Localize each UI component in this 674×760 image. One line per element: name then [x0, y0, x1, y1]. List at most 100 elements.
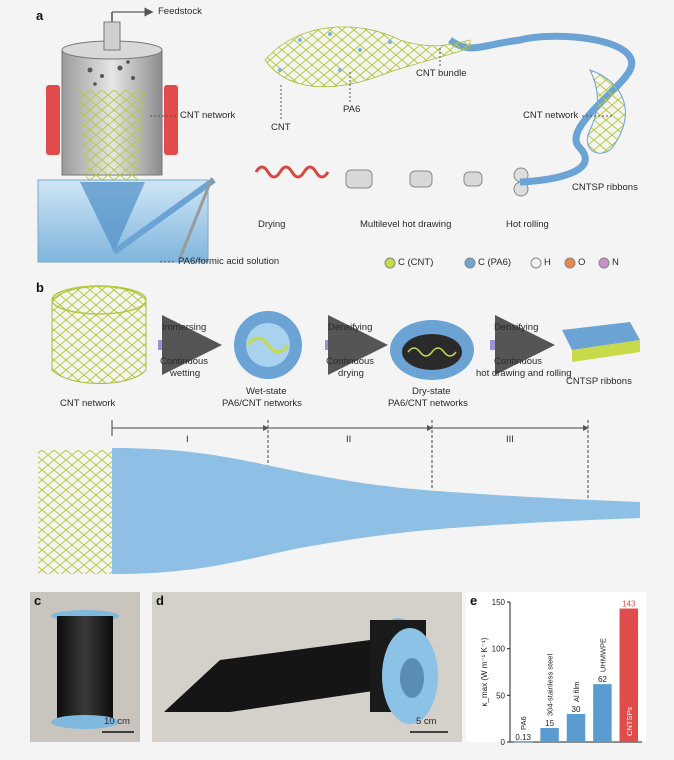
- stage-brackets: [111, 420, 589, 498]
- feed-pipe: [103, 21, 121, 51]
- category-label-4: CNTSPs: [625, 707, 634, 736]
- chart-background: [466, 592, 646, 742]
- y-tick-label-3: 150: [492, 598, 506, 607]
- legend-label-1: C (PA6): [478, 257, 512, 268]
- label-wet-state-2: PA6/CNT networks: [222, 398, 302, 409]
- legend-swatch-3: [564, 257, 576, 269]
- panel-letter-a: a: [36, 8, 44, 23]
- panel-c: [30, 592, 140, 742]
- label-immersing: Immersing: [162, 322, 207, 333]
- label-continuous-drying-1: Continuous: [326, 356, 375, 367]
- bar-3: [593, 684, 612, 742]
- bar-2: [566, 714, 586, 742]
- panel-a: [37, 7, 636, 269]
- cnt-network-sock: [78, 90, 146, 200]
- label-dry-state-2: PA6/CNT networks: [388, 398, 468, 409]
- legend-swatch-2: [530, 257, 542, 269]
- label-cnt-network-b: CNT network: [60, 398, 116, 409]
- roll-hole: [400, 658, 424, 698]
- pa6-atoms: [278, 32, 392, 72]
- ribbon-network: [587, 69, 626, 154]
- label-pa6: PA6: [343, 104, 361, 115]
- bar-value-label-2: 30: [572, 705, 581, 714]
- label-cntsp-ribbons-a: CNTSP ribbons: [572, 182, 638, 193]
- stage-label-3: III: [506, 434, 514, 445]
- ribbon-side: [572, 340, 640, 362]
- label-cnt-bundle: CNT bundle: [416, 68, 467, 79]
- label-hot-rolling: Hot rolling: [506, 219, 549, 230]
- panel-letter-e: e: [470, 593, 478, 608]
- scale-label-c: 10 cm: [104, 716, 130, 727]
- ribbon-path: [447, 32, 636, 186]
- tube-rim: [51, 285, 147, 315]
- bar-value-label-0: 0.13: [515, 733, 531, 742]
- category-label-0: PA6: [519, 716, 528, 730]
- drawing-rollers: [345, 169, 483, 189]
- label-wet-state-1: Wet-state: [246, 386, 287, 397]
- y-axis-label: κ_max (W m⁻¹ K⁻¹): [480, 637, 489, 706]
- stage-label-1: I: [186, 434, 189, 445]
- label-cnt-network-right: CNT network: [523, 110, 579, 121]
- spool-body: [57, 616, 113, 720]
- label-drying: Drying: [258, 219, 286, 230]
- category-label-2: Al film: [572, 682, 581, 702]
- panel-letter-b: b: [36, 280, 44, 295]
- drying-coil: [254, 165, 330, 179]
- immersed-network: [80, 182, 145, 252]
- legend-swatch-0: [384, 257, 396, 269]
- bar-1: [540, 728, 559, 742]
- bar-4: [619, 608, 639, 742]
- cnt-network-tube: [51, 286, 147, 384]
- label-continuous-wetting-2: wetting: [170, 368, 201, 379]
- label-dry-state-1: Dry-state: [412, 386, 451, 397]
- label-hot-1: Continuous: [494, 356, 543, 367]
- bars: 0.13 PA6 15 304-stainless steel 30 Al film 62 U…: [513, 600, 639, 743]
- catalyst-particles: [87, 60, 135, 86]
- guide-rod: [178, 177, 214, 259]
- cnt-bundle-structure: [264, 26, 471, 88]
- category-label-3: UHMWPE: [598, 638, 607, 672]
- label-hot-drawing: Multilevel hot drawing: [360, 219, 452, 230]
- ribbon-sheet: [164, 640, 380, 712]
- label-cnt-network-left: CNT network: [180, 110, 236, 121]
- label-continuous-wetting-1: Continuous: [160, 356, 209, 367]
- category-label-1: 304-stainless steel: [546, 654, 555, 716]
- funnel-mesh: [112, 448, 640, 574]
- label-hot-2: hot drawing and rolling: [476, 368, 572, 379]
- label-densifying-2: Densifying: [494, 322, 539, 333]
- legend-label-0: C (CNT): [398, 257, 434, 268]
- label-solution: PA6/formic acid solution: [178, 256, 280, 267]
- bar-value-label-3: 62: [598, 675, 607, 684]
- bar-value-label-1: 15: [545, 719, 554, 728]
- panel-letter-c: c: [34, 593, 42, 608]
- legend-label-4: N: [612, 257, 619, 268]
- ribbon-top: [562, 322, 640, 350]
- scale-label-d: 5 cm: [416, 716, 437, 727]
- y-tick-label-0: 0: [501, 738, 506, 747]
- wet-state-cnt: [246, 336, 290, 354]
- y-tick-label-1: 50: [496, 691, 505, 700]
- panel-d: [152, 592, 462, 742]
- stage-label-2: II: [346, 434, 352, 445]
- label-continuous-drying-2: drying: [338, 368, 364, 379]
- heater-left: [46, 85, 60, 155]
- legend-swatch-1: [464, 257, 476, 269]
- dry-state-cnt: [407, 347, 457, 357]
- label-feedstock: Feedstock: [158, 6, 202, 17]
- legend-label-2: H: [544, 257, 551, 268]
- fiber-out: [112, 177, 216, 255]
- label-densifying-1: Densifying: [328, 322, 373, 333]
- panel-letter-d: d: [156, 593, 164, 608]
- atom-legend: [384, 257, 610, 269]
- heater-right: [164, 85, 178, 155]
- bar-0: [513, 741, 533, 743]
- spool-bottom-flange: [51, 715, 119, 729]
- legend-swatch-4: [598, 257, 610, 269]
- label-cnt: CNT: [271, 122, 291, 133]
- bar-value-label-4: 143: [622, 600, 636, 609]
- loose-network: [38, 450, 118, 574]
